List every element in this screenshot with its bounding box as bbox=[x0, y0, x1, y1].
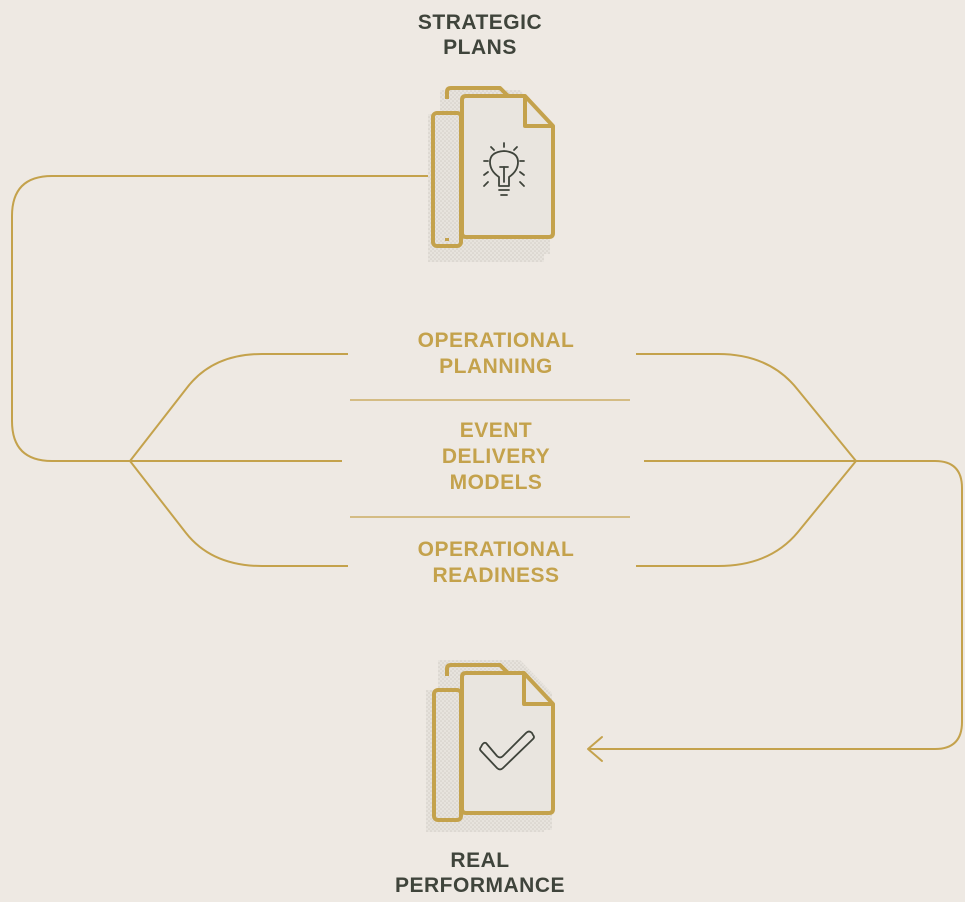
strategic-plans-label: STRATEGIC PLANS bbox=[417, 11, 543, 59]
stage-operational-planning: OPERATIONAL PLANNING bbox=[417, 329, 575, 378]
stage-operational-readiness: OPERATIONAL READINESS bbox=[417, 538, 575, 587]
lightbulb-document-icon bbox=[428, 86, 555, 262]
real-performance-label: REAL PERFORMANCE bbox=[394, 849, 565, 897]
checkmark-document-icon bbox=[426, 660, 555, 832]
right-fork-top bbox=[636, 353, 857, 462]
arrow-left-icon bbox=[587, 736, 603, 762]
right-loop-connector bbox=[588, 460, 963, 750]
stage-event-delivery-models: EVENT DELIVERY MODELS bbox=[441, 419, 551, 494]
left-fork-top bbox=[129, 353, 348, 462]
left-loop-connector bbox=[11, 175, 433, 462]
right-fork-bottom bbox=[636, 460, 857, 567]
left-fork-bottom bbox=[129, 460, 348, 567]
